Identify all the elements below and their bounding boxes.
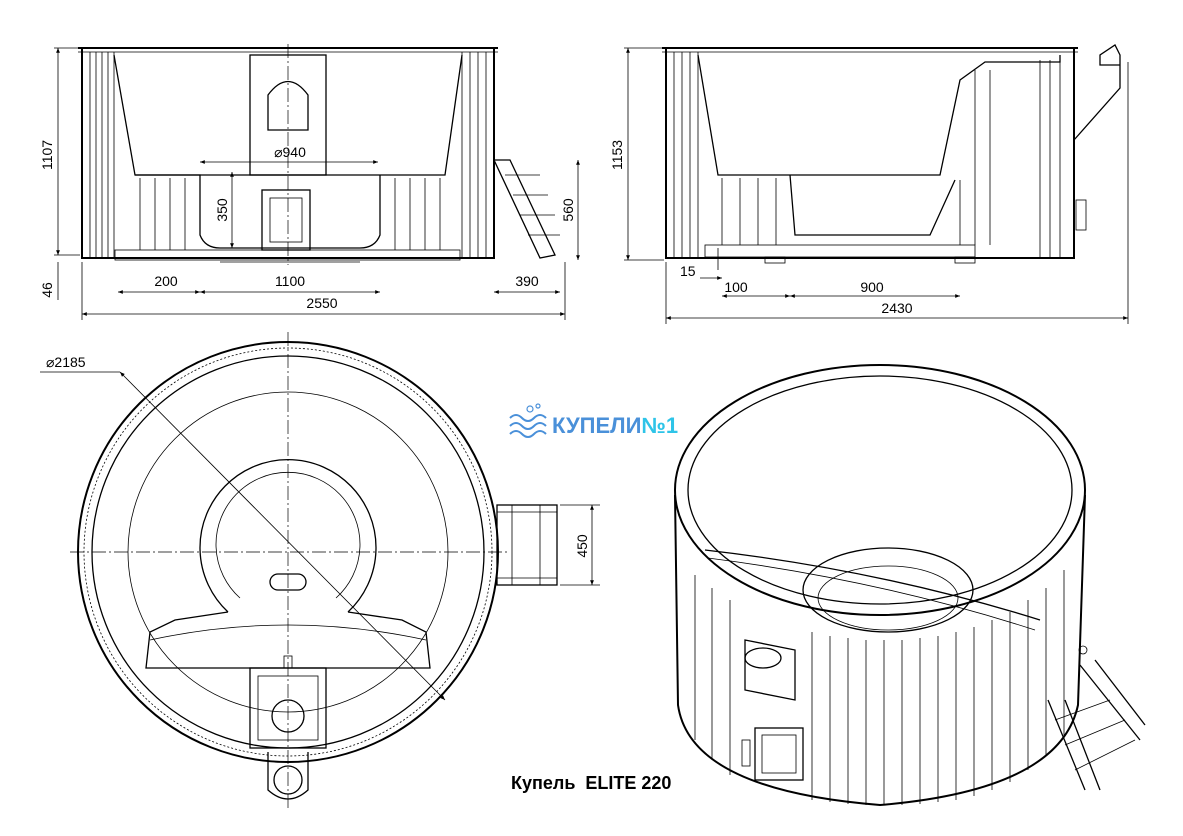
side-base xyxy=(704,244,976,258)
logo-text-number: №1 xyxy=(641,413,678,438)
front-view: 1107 46 ⌀940 350 560 200 1100 390 2550 xyxy=(39,44,580,320)
front-left-staves xyxy=(89,52,115,258)
front-foot-well xyxy=(135,174,381,249)
front-base-width-label: 1100 xyxy=(275,273,305,289)
iso-ladder xyxy=(1047,645,1146,791)
side-bench-width-label: 900 xyxy=(860,279,884,295)
drawing-caption: Купель ELITE 220 xyxy=(511,773,671,793)
side-bowl-profile xyxy=(697,54,1061,176)
front-left-offset-label: 200 xyxy=(154,273,178,289)
iso-stove-door xyxy=(754,727,804,781)
front-ladder-height-label: 560 xyxy=(560,198,576,222)
wave-icon xyxy=(509,403,547,438)
iso-heater-block xyxy=(744,639,796,701)
front-stove-door xyxy=(261,189,311,251)
front-right-staves xyxy=(461,52,487,258)
svg-text:КУПЕЛИ№1: КУПЕЛИ№1 xyxy=(552,413,678,438)
front-lower-staves xyxy=(139,178,441,250)
iso-foot-well xyxy=(802,547,974,633)
isometric-view xyxy=(674,364,1146,807)
front-heater-arch xyxy=(267,80,309,131)
side-foot-well xyxy=(789,174,956,236)
side-step-offset-label: 100 xyxy=(724,279,748,295)
side-height-label: 1153 xyxy=(609,140,625,170)
side-chimney xyxy=(1073,44,1121,141)
side-lower-staves xyxy=(721,70,991,245)
iso-chimney xyxy=(744,647,782,669)
front-depth-label: 350 xyxy=(214,198,230,222)
iso-barrel xyxy=(674,494,1086,807)
iso-bench-edge xyxy=(704,549,1041,621)
logo: КУПЕЛИ№1 xyxy=(509,403,678,438)
front-bowl-diameter-label: ⌀940 xyxy=(274,144,306,160)
front-ladder-width-label: 390 xyxy=(515,273,539,289)
top-view: ⌀2185 450 xyxy=(40,332,600,810)
side-gap-label: 15 xyxy=(680,263,696,279)
side-overall-width-label: 2430 xyxy=(881,300,912,316)
front-base xyxy=(114,249,461,261)
iso-outer-rim xyxy=(674,364,1086,616)
side-handle xyxy=(1075,199,1087,231)
front-ladder xyxy=(492,159,560,259)
front-overall-width-label: 2550 xyxy=(306,295,337,311)
logo-text-main: КУПЕЛИ xyxy=(552,413,641,438)
iso-staves xyxy=(694,570,1065,805)
top-ladder xyxy=(496,504,558,586)
side-body-outline xyxy=(665,47,1075,259)
top-diameter-label: ⌀2185 xyxy=(46,354,86,370)
side-left-staves xyxy=(673,52,699,258)
front-height-label: 1107 xyxy=(39,140,55,170)
side-view: 1153 15 100 900 2430 xyxy=(609,44,1129,324)
iso-inner-rim xyxy=(687,375,1073,605)
front-base-offset-label: 46 xyxy=(39,282,55,298)
top-ladder-width-label: 450 xyxy=(574,534,590,558)
side-right-staves xyxy=(1039,60,1061,258)
